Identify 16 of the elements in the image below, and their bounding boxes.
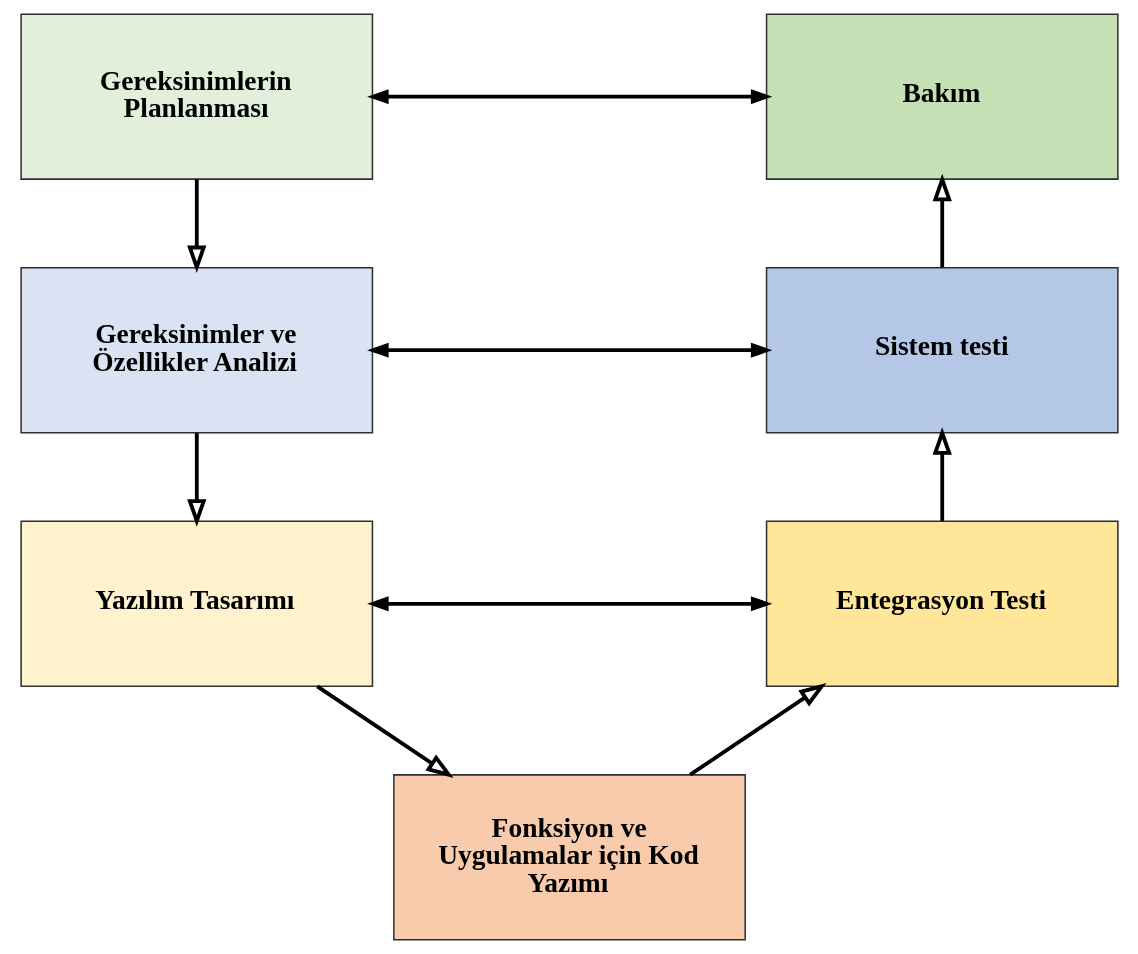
arrow: [932, 173, 952, 268]
node-box: Fonksiyon ve Uygulamalar için Kod Yazımı: [392, 774, 746, 941]
arrow: [366, 596, 772, 612]
arrow: [366, 89, 772, 105]
arrow: [932, 427, 952, 521]
arrow: [186, 179, 206, 274]
node-box: Entegrasyon Testi: [765, 520, 1119, 688]
arrow: [688, 683, 827, 777]
arrow: [366, 342, 772, 358]
arrow: [186, 433, 206, 527]
node-box: Gereksinimlerin Planlanması: [19, 13, 373, 180]
node-box: Bakım: [765, 13, 1119, 180]
arrow: [315, 684, 454, 778]
node-box: Sistem testi: [765, 266, 1119, 434]
node-box: Gereksinimler ve Özellikler Analizi: [19, 266, 373, 434]
node-box: Yazılım Tasarımı: [19, 520, 373, 688]
